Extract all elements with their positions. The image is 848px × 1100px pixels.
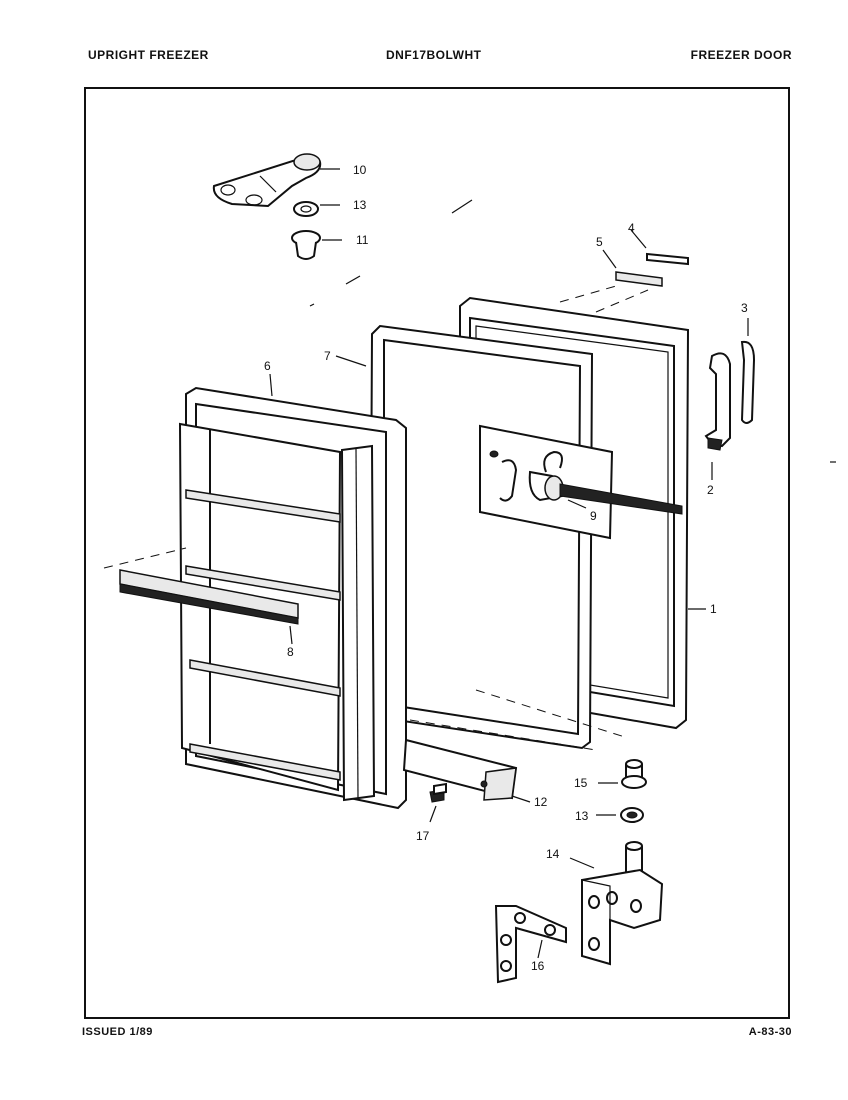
part-5-trim-strip xyxy=(615,271,663,287)
callout-14: 14 xyxy=(546,847,560,861)
callout-1: 1 xyxy=(710,602,717,616)
part-4-trim-strip xyxy=(646,252,689,266)
part-15-hinge-pin xyxy=(621,759,647,789)
part-13-washer-bottom xyxy=(620,807,644,823)
header-product-type: UPRIGHT FREEZER xyxy=(88,48,209,62)
header-section-title: FREEZER DOOR xyxy=(690,48,792,62)
part-8-shelf-bar xyxy=(119,569,299,625)
part-16-bracket xyxy=(494,905,567,984)
callout-5: 5 xyxy=(596,235,603,249)
part-3-handle-trim xyxy=(740,340,756,424)
callout-8: 8 xyxy=(287,645,294,659)
footer-issue-date: ISSUED 1/89 xyxy=(82,1026,153,1038)
part-10-top-hinge xyxy=(212,153,322,208)
callout-2: 2 xyxy=(707,483,714,497)
callout-13-bottom: 13 xyxy=(575,809,589,823)
callout-10: 10 xyxy=(353,163,367,177)
part-12-bottom-trim xyxy=(402,738,518,801)
diagram-frame xyxy=(84,87,790,1019)
callout-12: 12 xyxy=(534,795,548,809)
header-model-number: DNF17BOLWHT xyxy=(386,48,482,62)
footer-page-code: A-83-30 xyxy=(748,1026,792,1038)
callout-6: 6 xyxy=(264,359,271,373)
callout-11: 11 xyxy=(356,233,369,247)
callout-15: 15 xyxy=(574,776,588,790)
callout-7: 7 xyxy=(324,349,331,363)
callout-13-top: 13 xyxy=(353,198,367,212)
part-13-washer-top xyxy=(293,201,319,217)
part-2-door-handle xyxy=(704,352,731,451)
part-9-latch-detail xyxy=(479,424,683,540)
part-14-bottom-hinge xyxy=(581,841,664,966)
callout-17: 17 xyxy=(416,829,430,843)
part-6-inner-door-liner xyxy=(178,386,407,810)
callout-16: 16 xyxy=(531,959,545,973)
part-17-screw xyxy=(429,782,447,803)
callout-3: 3 xyxy=(741,301,748,315)
callout-9: 9 xyxy=(590,509,597,523)
callout-4: 4 xyxy=(628,221,635,235)
part-11-bushing xyxy=(291,230,321,260)
